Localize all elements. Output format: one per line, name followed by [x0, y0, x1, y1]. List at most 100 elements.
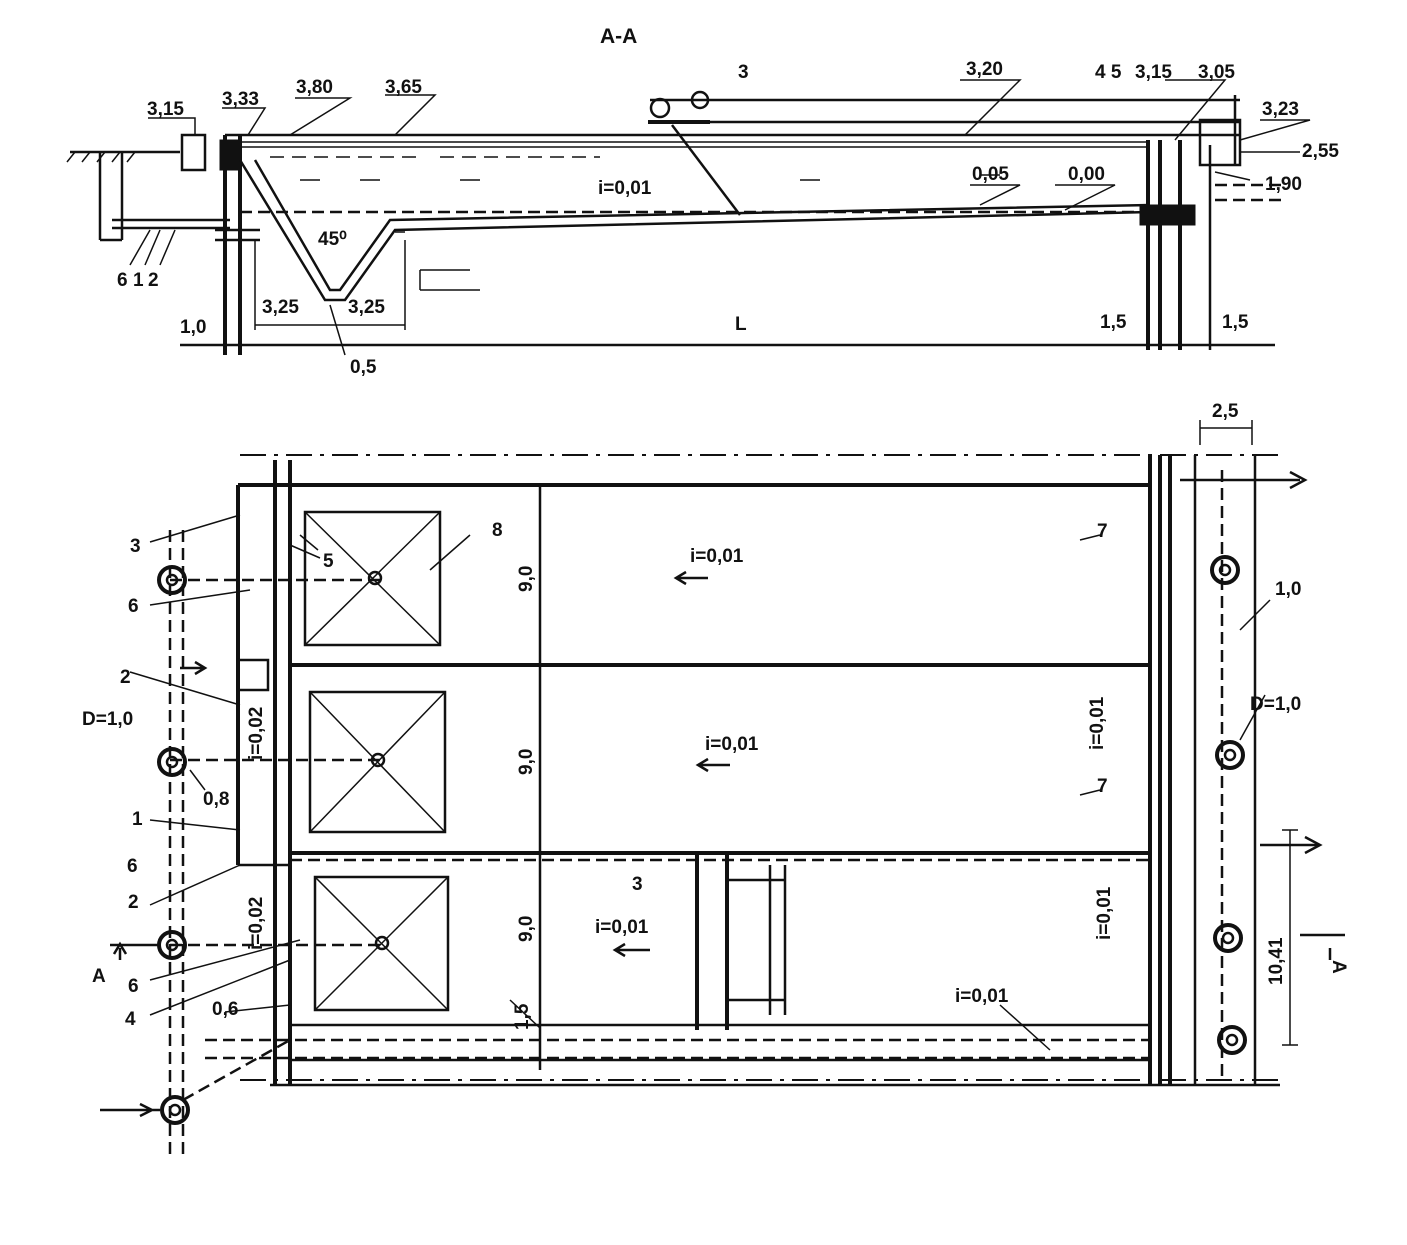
item-7-bottom: 7 — [1097, 776, 1108, 797]
slope-section-3: i=0,01 — [595, 917, 649, 938]
dim-05: 0,5 — [350, 357, 377, 378]
flow-arrow-3 — [612, 942, 650, 958]
inlet-trough — [180, 133, 207, 172]
outlet-channel — [1193, 455, 1257, 1085]
level-000: 0,00 — [1068, 164, 1105, 185]
item-6-plan-bottom: 6 — [128, 976, 139, 997]
sludge-main — [168, 530, 185, 1160]
item-2-plan-bottom: 2 — [128, 892, 139, 913]
sump-2 — [370, 752, 386, 768]
hopper-3 — [313, 875, 450, 1012]
dim-10-plan: 1,0 — [1275, 579, 1301, 600]
left-wall-slab — [215, 228, 260, 242]
items-4-5-section: 4 5 — [1095, 62, 1122, 83]
well-right-4 — [1217, 1025, 1247, 1055]
outlet-walls — [1148, 455, 1172, 1085]
left-wall — [223, 135, 242, 355]
dim-325-right: 3,25 — [348, 297, 385, 318]
well-right-1 — [1210, 555, 1240, 585]
level-marker — [419, 269, 480, 291]
well-right-2 — [1215, 740, 1245, 770]
level-380: 3,80 — [296, 77, 333, 98]
dim-10: 1,0 — [180, 317, 206, 338]
level-320: 3,20 — [966, 59, 1003, 80]
level-255: 2,55 — [1302, 141, 1339, 162]
level-005: 0,05 — [972, 164, 1009, 185]
item-6-plan-mid: 6 — [127, 856, 138, 877]
tank-outline-top — [236, 483, 1150, 865]
item-5-plan: 5 — [323, 551, 334, 572]
level-315-left: 3,15 — [147, 99, 184, 120]
diameter-right: D=1,0 — [1250, 694, 1301, 715]
item-6-plan-top: 6 — [128, 596, 139, 617]
well-left-2 — [157, 747, 187, 777]
tank-wall-left — [273, 460, 292, 1085]
section-dividers — [290, 663, 1150, 855]
section-title: A-A — [600, 25, 637, 48]
plan-leaders — [129, 514, 1271, 1051]
outlet-block — [1139, 204, 1196, 226]
dim-06: 0,6 — [212, 999, 238, 1020]
level-305: 3,05 — [1198, 62, 1235, 83]
level-333: 3,33 — [222, 89, 259, 110]
inlet-arrow-bottom — [100, 1102, 160, 1118]
inlet-arrow — [180, 660, 208, 676]
dim-25-line — [1199, 420, 1253, 445]
diameter-left: D=1,0 — [82, 709, 133, 730]
left-wall-block — [219, 139, 241, 171]
section-mark-A-left — [112, 941, 128, 960]
right-wall — [1146, 140, 1182, 350]
section-mark-A-right — [1300, 933, 1345, 960]
outlet-arrowhead-mid — [1304, 835, 1323, 855]
sump-1 — [367, 570, 383, 586]
scraper-plan-frame — [695, 855, 729, 1030]
item-3-section: 3 — [738, 62, 749, 83]
slope-outlet-1: i=0,01 — [1087, 696, 1108, 750]
flow-arrow-2 — [695, 757, 730, 773]
slope-inlet-2: i=0,02 — [246, 897, 267, 950]
width-90-1: 9,0 — [516, 566, 537, 592]
scraper-arm — [671, 124, 741, 216]
section-A-right: A — [1328, 960, 1349, 974]
dim-15-plan: 1,5 — [512, 1003, 533, 1030]
hopper-angle: 45⁰ — [318, 229, 347, 250]
water-ticks — [300, 174, 1000, 181]
item-1-plan: 1 — [132, 809, 143, 830]
slope-inlet-1: i=0,02 — [246, 707, 267, 760]
dim-25: 2,5 — [1212, 401, 1239, 422]
item-3-plan: 3 — [130, 536, 141, 557]
outlet-leaders — [1214, 151, 1300, 181]
section-A-left: A — [92, 966, 106, 987]
slope-channel: i=0,01 — [955, 986, 1009, 1007]
section-slope: i=0,01 — [598, 178, 652, 199]
inlet-pipe — [112, 218, 230, 230]
dim-325-left: 3,25 — [262, 297, 299, 318]
item-leaders — [129, 229, 176, 266]
level-323: 3,23 — [1262, 99, 1299, 120]
level-365: 3,65 — [385, 77, 422, 98]
item-8-plan: 8 — [492, 520, 503, 541]
item-2-section: 2 — [148, 270, 159, 291]
section-a-a: A-A — [66, 25, 1339, 378]
dim-15-left: 1,5 — [1100, 312, 1127, 333]
scraper-rail — [650, 98, 1240, 124]
level-190: 1,90 — [1265, 174, 1302, 195]
hopper-outer — [253, 159, 1151, 292]
dim-08: 0,8 — [203, 789, 229, 810]
slope-section-1: i=0,01 — [690, 546, 744, 567]
width-90-3: 9,0 — [516, 916, 537, 942]
collector-channel — [270, 1023, 1280, 1087]
water-surface — [240, 141, 1150, 148]
well-left-4 — [160, 1095, 190, 1125]
flow-arrow-1 — [673, 570, 708, 586]
bottom-leader — [329, 304, 346, 356]
channel-dashed — [205, 1038, 1150, 1060]
outlet-chamber — [1198, 118, 1242, 167]
slope-section-2: i=0,01 — [705, 734, 759, 755]
dim-1041: 10,41 — [1266, 937, 1287, 985]
outlet-arrowhead-top — [1289, 470, 1308, 490]
inlet-box — [236, 658, 270, 692]
dim-length-L: L — [735, 314, 747, 335]
sludge-branch — [182, 1038, 291, 1102]
well-left-1 — [157, 565, 187, 595]
